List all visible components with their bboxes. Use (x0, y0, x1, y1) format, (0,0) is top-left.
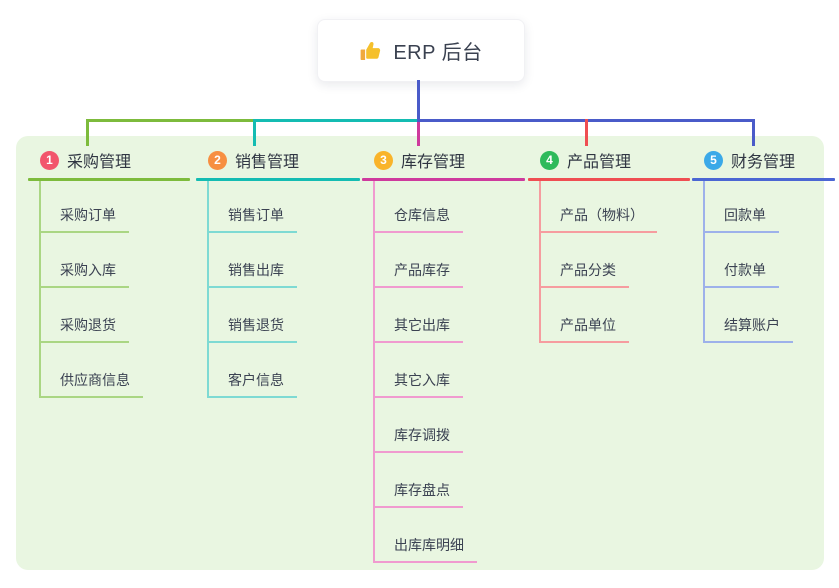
bus-segment-green (86, 119, 254, 122)
branch-underline (196, 178, 360, 181)
drop-branch-5 (752, 119, 755, 146)
branch-children: 销售订单销售出库销售退货客户信息 (207, 181, 297, 398)
child-node[interactable]: 采购入库 (41, 233, 129, 288)
branch-label: 产品管理 (567, 154, 632, 171)
branch-node[interactable]: 5 财务管理 (692, 147, 835, 173)
child-node[interactable]: 销售出库 (209, 233, 297, 288)
branch-children: 仓库信息产品库存其它出库其它入库库存调拨库存盘点出库库明细 (373, 181, 477, 563)
child-node[interactable]: 回款单 (705, 181, 779, 233)
branch-node[interactable]: 4 产品管理 (528, 147, 690, 173)
child-node[interactable]: 采购退货 (41, 288, 129, 343)
branch-underline (362, 178, 525, 181)
branch-node[interactable]: 2 销售管理 (196, 147, 360, 173)
branch-children: 采购订单采购入库采购退货供应商信息 (39, 181, 143, 398)
child-node[interactable]: 供应商信息 (41, 343, 143, 398)
bus-segment-teal (254, 119, 419, 122)
branch-number-badge: 1 (40, 150, 59, 170)
branch-children: 回款单付款单结算账户 (703, 181, 793, 343)
branch-5: 5 财务管理回款单付款单结算账户 (692, 147, 835, 343)
child-node[interactable]: 销售退货 (209, 288, 297, 343)
child-node[interactable]: 产品（物料） (541, 181, 657, 233)
branch-label: 销售管理 (235, 154, 300, 171)
child-node[interactable]: 采购订单 (41, 181, 129, 233)
branch-number-badge: 2 (208, 150, 227, 170)
drop-branch-2 (253, 119, 256, 146)
branch-4: 4 产品管理产品（物料）产品分类产品单位 (528, 147, 690, 343)
child-node[interactable]: 仓库信息 (375, 181, 463, 233)
child-node[interactable]: 库存调拨 (375, 398, 463, 453)
branch-label: 财务管理 (731, 154, 796, 171)
branch-underline (28, 178, 190, 181)
drop-branch-4 (585, 119, 588, 146)
child-node[interactable]: 其它入库 (375, 343, 463, 398)
child-node[interactable]: 产品单位 (541, 288, 629, 343)
root-label: ERP 后台 (393, 42, 483, 64)
child-node[interactable]: 产品库存 (375, 233, 463, 288)
root-node[interactable]: ERP 后台 (317, 19, 525, 82)
background-panel (16, 136, 824, 570)
branch-label: 采购管理 (67, 154, 132, 171)
branch-underline (528, 178, 690, 181)
drop-branch-1 (86, 119, 89, 146)
child-node[interactable]: 出库库明细 (375, 508, 477, 563)
child-node[interactable]: 其它出库 (375, 288, 463, 343)
branch-3: 3 库存管理仓库信息产品库存其它出库其它入库库存调拨库存盘点出库库明细 (362, 147, 525, 563)
root-connector (417, 80, 420, 120)
branch-node[interactable]: 3 库存管理 (362, 147, 525, 173)
child-node[interactable]: 销售订单 (209, 181, 297, 233)
branch-label: 库存管理 (401, 154, 466, 171)
branch-number-badge: 3 (374, 150, 393, 170)
branch-children: 产品（物料）产品分类产品单位 (539, 181, 657, 343)
child-node[interactable]: 库存盘点 (375, 453, 463, 508)
thumbs-up-icon (359, 39, 383, 63)
branch-number-badge: 5 (704, 150, 723, 170)
child-node[interactable]: 产品分类 (541, 233, 629, 288)
child-node[interactable]: 付款单 (705, 233, 779, 288)
branch-node[interactable]: 1 采购管理 (28, 147, 190, 173)
branch-1: 1 采购管理采购订单采购入库采购退货供应商信息 (28, 147, 190, 398)
child-node[interactable]: 客户信息 (209, 343, 297, 398)
child-node[interactable]: 结算账户 (705, 288, 793, 343)
branch-number-badge: 4 (540, 150, 559, 170)
branch-2: 2 销售管理销售订单销售出库销售退货客户信息 (196, 147, 360, 398)
drop-branch-3 (417, 122, 420, 146)
branch-underline (692, 178, 835, 181)
